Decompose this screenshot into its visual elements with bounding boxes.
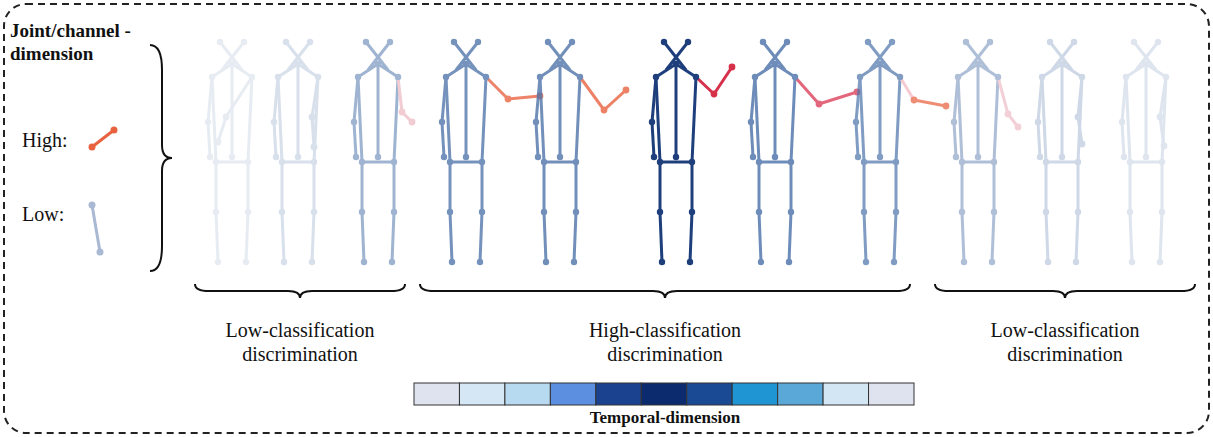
- colorbar-cell: [459, 383, 504, 405]
- under-brace: [935, 284, 1195, 298]
- legend-heading: Joint/channel -dimension: [10, 20, 160, 66]
- under-brace: [195, 284, 405, 298]
- temporal-colorbar: [414, 383, 914, 405]
- legend-samples: [89, 127, 118, 256]
- colorbar-cell: [778, 383, 823, 405]
- skeleton-sequence: [205, 39, 1169, 265]
- curly-brace: [150, 45, 172, 271]
- colorbar-cell: [641, 383, 686, 405]
- colorbar-cell: [505, 383, 550, 405]
- legend-text: Low:: [22, 202, 64, 226]
- legend-sample: [89, 202, 104, 256]
- skeleton: [748, 39, 861, 265]
- skeleton: [1119, 39, 1169, 265]
- skeleton: [951, 39, 1022, 265]
- skeleton: [853, 39, 950, 265]
- colorbar-cell: [550, 383, 595, 405]
- skeleton: [271, 39, 321, 265]
- legend-sample: [89, 127, 118, 151]
- colorbar-cell: [596, 383, 641, 405]
- colorbar-cell: [732, 383, 777, 405]
- skeleton: [439, 39, 544, 265]
- skeleton: [649, 39, 736, 265]
- segment-label: Low-classification discrimination: [185, 318, 415, 366]
- skeleton: [533, 39, 630, 265]
- under-braces: [195, 284, 1195, 298]
- colorbar-cell: [687, 383, 732, 405]
- dashed-frame: [4, 4, 1209, 433]
- colorbar-cell: [414, 383, 459, 405]
- axis-label: Temporal-dimension: [520, 408, 810, 428]
- skeleton: [351, 39, 416, 265]
- skeleton: [205, 39, 255, 265]
- segment-label: High-classification discrimination: [545, 318, 785, 366]
- colorbar-cell: [823, 383, 868, 405]
- segment-label: Low-classification discrimination: [945, 318, 1185, 366]
- colorbar-cell: [869, 383, 914, 405]
- legend-text: High:: [22, 128, 68, 152]
- skeleton: [1035, 39, 1086, 265]
- under-brace: [420, 284, 910, 298]
